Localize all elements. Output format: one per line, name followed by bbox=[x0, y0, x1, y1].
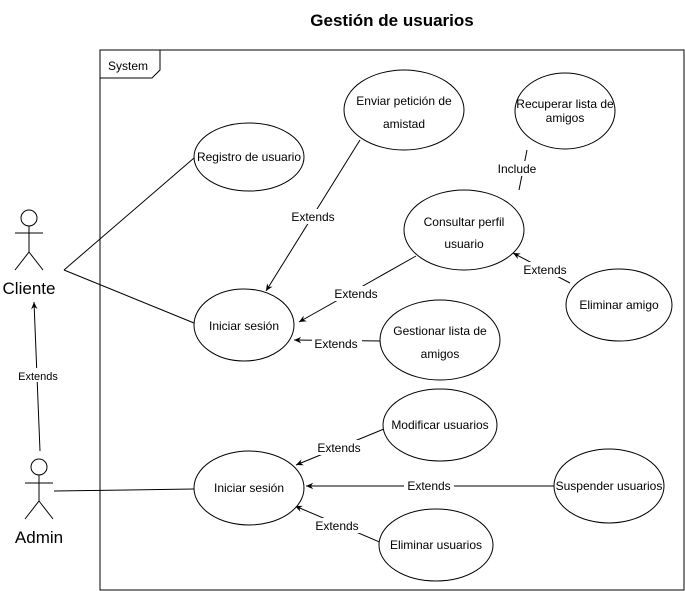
label-extends-gestionar: Extends bbox=[314, 337, 357, 351]
label-extends-eliminar-usuarios: Extends bbox=[315, 519, 358, 533]
actor-cliente-leg-left bbox=[14, 251, 30, 271]
actor-admin-leg-right bbox=[38, 500, 54, 520]
actor-admin[interactable] bbox=[24, 458, 54, 520]
usecase-iniciar-sesion-cliente-label: Iniciar sesión bbox=[209, 319, 279, 333]
usecase-consultar-perfil-label-2: usuario bbox=[444, 237, 484, 251]
usecase-eliminar-usuarios-label: Eliminar usuarios bbox=[390, 538, 482, 552]
usecase-gestionar-lista[interactable] bbox=[379, 299, 501, 381]
assoc-cliente-registro bbox=[63, 157, 195, 271]
usecase-registro-usuario-label: Registro de usuario bbox=[197, 150, 301, 164]
usecase-modificar-usuarios[interactable] bbox=[382, 388, 498, 462]
actor-cliente-label: Cliente bbox=[3, 279, 56, 298]
usecase-iniciar-sesion-admin-label: Iniciar sesión bbox=[214, 481, 284, 495]
usecase-eliminar-amigo-label: Eliminar amigo bbox=[579, 298, 659, 312]
actor-cliente-leg-right bbox=[28, 251, 44, 271]
assoc-admin-iniciar-sesion bbox=[53, 488, 195, 492]
usecase-modificar-usuarios-label: Modificar usuarios bbox=[391, 418, 488, 432]
actor-cliente[interactable] bbox=[14, 209, 44, 271]
diagram-title: Gestión de usuarios bbox=[310, 11, 473, 30]
usecase-recuperar-lista[interactable] bbox=[514, 72, 616, 150]
usecase-consultar-perfil[interactable] bbox=[403, 189, 525, 271]
usecase-iniciar-sesion-cliente[interactable] bbox=[193, 288, 295, 362]
label-extends-suspender: Extends bbox=[407, 479, 450, 493]
usecase-eliminar-usuarios[interactable] bbox=[378, 508, 494, 582]
label-extends-modificar: Extends bbox=[317, 441, 360, 455]
actor-admin-label: Admin bbox=[15, 528, 63, 547]
usecase-suspender-usuarios[interactable] bbox=[553, 448, 665, 524]
usecase-gestionar-lista-label-1: Gestionar lista de bbox=[393, 324, 487, 338]
actor-admin-leg-left bbox=[24, 500, 40, 520]
usecase-enviar-peticion-label-2: amistad bbox=[383, 117, 425, 131]
actor-cliente-head bbox=[20, 209, 38, 227]
label-include-recuperar: Include bbox=[498, 162, 537, 176]
system-boundary bbox=[99, 49, 685, 591]
label-extends-enviar: Extends bbox=[291, 210, 334, 224]
label-extends-eliminar-amigo: Extends bbox=[523, 263, 566, 277]
usecase-recuperar-lista-label-2: amigos bbox=[546, 111, 585, 125]
usecase-recuperar-lista-label-1: Recuperar lista de bbox=[516, 97, 614, 111]
label-extends-admin-cliente: Extends bbox=[18, 371, 58, 383]
actor-admin-head bbox=[30, 458, 48, 476]
usecase-consultar-perfil-label-1: Consultar perfil bbox=[424, 215, 505, 229]
label-extends-consultar: Extends bbox=[334, 287, 377, 301]
usecase-enviar-peticion-label-1: Enviar petición de bbox=[356, 94, 452, 108]
usecase-eliminar-amigo[interactable] bbox=[565, 268, 673, 342]
usecase-suspender-usuarios-label: Suspender usuarios bbox=[556, 479, 663, 493]
usecase-enviar-peticion[interactable] bbox=[343, 69, 465, 151]
assoc-cliente-iniciar-sesion bbox=[63, 269, 195, 324]
usecase-iniciar-sesion-admin[interactable] bbox=[193, 450, 305, 526]
usecase-registro-usuario[interactable] bbox=[193, 122, 305, 192]
system-label: System bbox=[108, 59, 148, 73]
system-tab bbox=[100, 50, 161, 79]
usecase-gestionar-lista-label-2: amigos bbox=[421, 347, 460, 361]
